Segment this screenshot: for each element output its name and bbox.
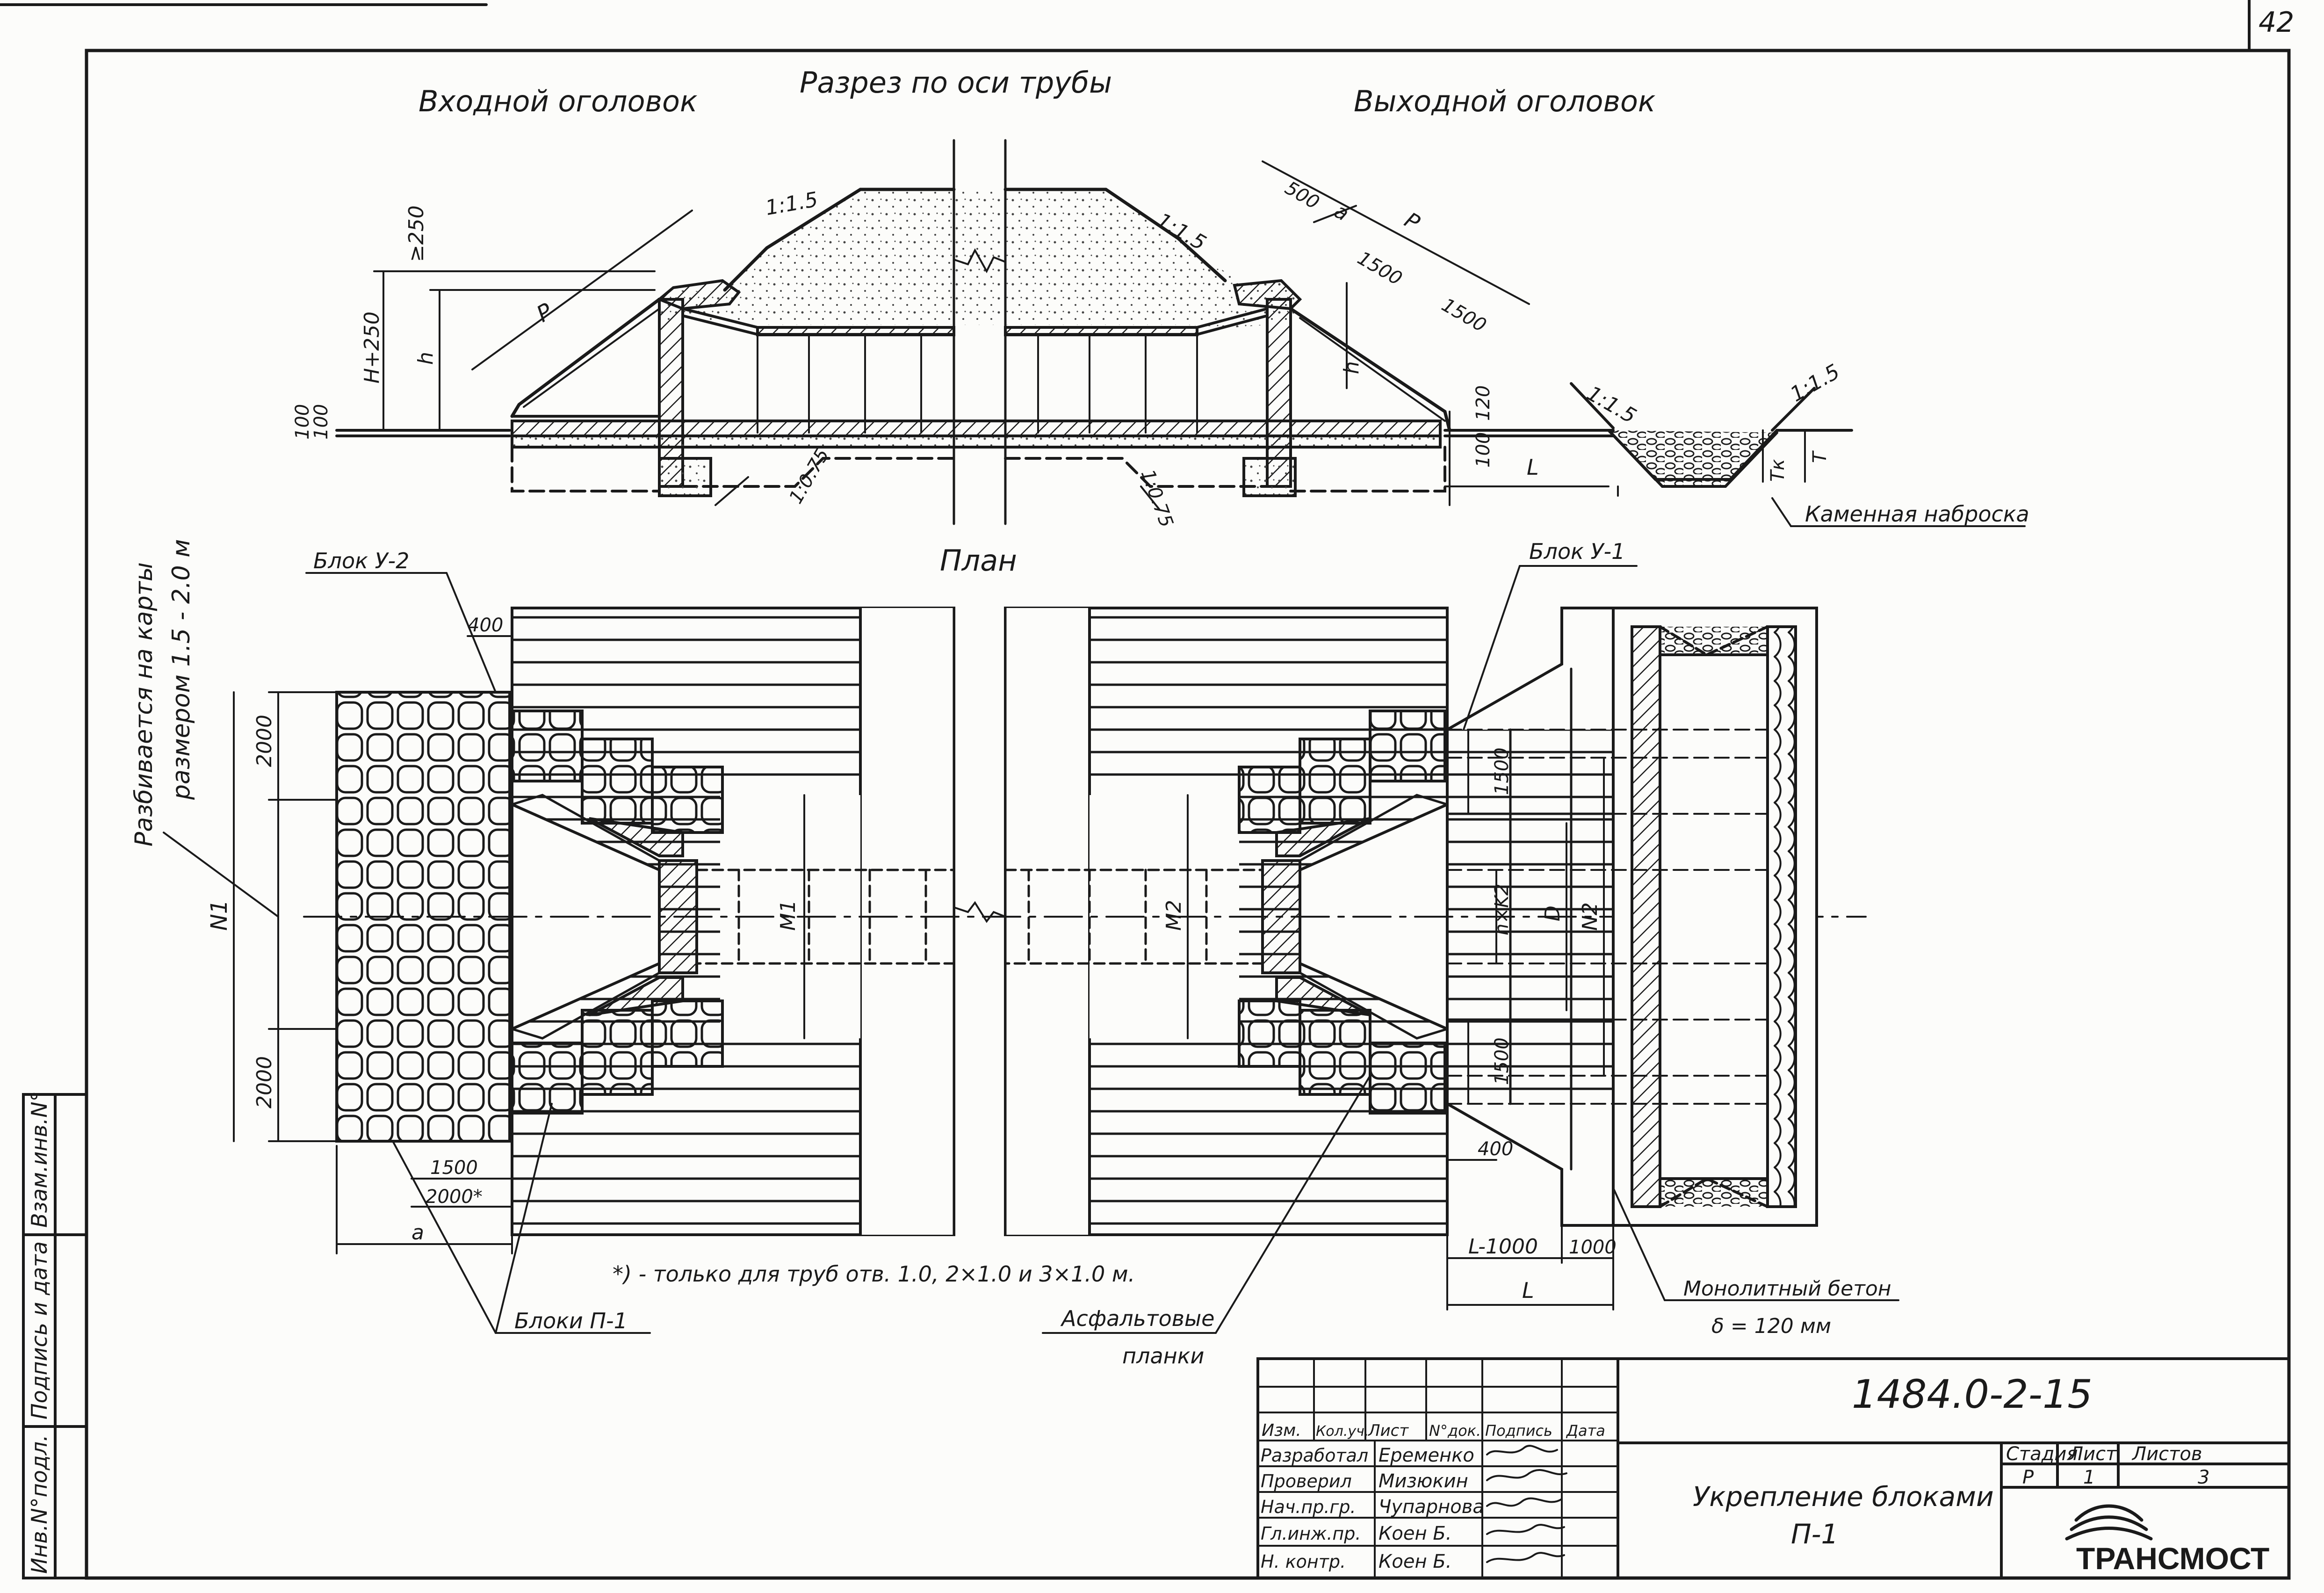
side-stamp	[22, 1093, 88, 1579]
dim-1500-r1: 1500	[1491, 747, 1513, 795]
dim-1500-section-a: 1500	[1354, 247, 1406, 290]
dim-100c: 100	[1472, 432, 1494, 468]
dim-2000-top: 2000	[253, 715, 276, 767]
name-2: Мизюкин	[1379, 1470, 1468, 1492]
slope-foot-left: 1:0.75	[785, 445, 834, 507]
hdr-n-dok: N°док.	[1429, 1422, 1481, 1440]
hdr-list: Лист	[1367, 1421, 1409, 1440]
dim-2000-star: 2000*	[426, 1186, 483, 1208]
concrete-label: Монолитный бетон	[1683, 1277, 1891, 1301]
dim-tk: Tк	[1767, 459, 1789, 482]
dim-100a: 100	[292, 404, 313, 440]
sheet-value: 1	[2083, 1467, 2095, 1488]
plan-view	[303, 607, 1867, 1236]
dim-d: D	[1541, 905, 1565, 921]
split-note-2: размером 1.5 - 2.0 м	[167, 539, 195, 800]
section-view	[335, 139, 1853, 525]
page-number: 42	[2259, 6, 2294, 39]
slope-right-1: 1:1.5	[1583, 381, 1640, 428]
dim-a-plan: a	[411, 1221, 424, 1245]
dim-l-plan: L	[1522, 1278, 1534, 1303]
stamp-signature-date: Подпись и дата	[27, 1241, 52, 1419]
dim-2000-bottom: 2000	[253, 1056, 276, 1108]
dim-p-outlet: P	[1400, 207, 1424, 236]
title-block	[1256, 1357, 2290, 1579]
dim-1000: 1000	[1569, 1237, 1617, 1258]
dim-m1: M1	[776, 900, 800, 931]
plan-title: План	[940, 543, 1017, 578]
dim-t: T	[1809, 450, 1831, 463]
dim-ge250: ≥250	[404, 205, 428, 262]
name-5: Коен Б.	[1379, 1551, 1452, 1572]
name-4: Коен Б.	[1379, 1523, 1452, 1544]
stage-header: Стадия	[2006, 1443, 2078, 1465]
slope-right-2: 1:1.5	[1786, 360, 1844, 407]
stamp-inv-podl: Инв.N°подл.	[27, 1434, 52, 1574]
name-1: Еременко	[1379, 1445, 1474, 1466]
dim-m2: M2	[1162, 900, 1186, 931]
role-3: Нач.пр.гр.	[1261, 1497, 1356, 1517]
dim-500: 500	[1281, 177, 1323, 214]
dim-120: 120	[1472, 385, 1494, 421]
plan-dimension-lines	[163, 565, 1899, 1334]
dim-400-left: 400	[468, 615, 503, 636]
dim-nk2: n×K2	[1491, 883, 1513, 935]
dim-h-outlet: h	[1340, 361, 1364, 374]
asphalt-label-1: Асфальтовые	[1060, 1306, 1214, 1331]
section-title: Разрез по оси трубы	[800, 65, 1112, 100]
dim-1500-r2: 1500	[1491, 1037, 1513, 1085]
sheets-value: 3	[2198, 1467, 2209, 1488]
dim-100b: 100	[310, 404, 332, 440]
dim-l-1000: L-1000	[1468, 1235, 1538, 1259]
outlet-title: Выходной оголовок	[1354, 84, 1656, 118]
blocks-p1-label: Блоки П-1	[514, 1308, 628, 1333]
dim-h: h	[414, 352, 438, 365]
section-dimension-lines	[373, 160, 2026, 527]
dim-h250: H+250	[360, 311, 384, 384]
block-u2-label: Блок У-2	[313, 548, 409, 573]
sheet-frame	[0, 0, 2291, 1580]
sheet-header: Лист	[2068, 1443, 2117, 1465]
drawing-code: 1484.0-2-15	[1852, 1371, 2093, 1417]
dim-n1: N1	[206, 900, 232, 931]
drawing-name-1: Укрепление блоками	[1693, 1481, 1994, 1513]
split-note-1: Разбивается на карты	[130, 562, 158, 847]
riprap-label: Каменная наброска	[1805, 501, 2029, 527]
footnote: *) - только для труб отв. 1.0, 2×1.0 и 3…	[613, 1261, 1135, 1287]
role-5: Н. контр.	[1261, 1551, 1346, 1572]
stage-value: Р	[2022, 1467, 2034, 1488]
block-u1-label: Блок У-1	[1529, 539, 1625, 564]
hdr-kol-uch: Кол.уч.	[1316, 1423, 1369, 1440]
dim-1500-section-b: 1500	[1438, 294, 1490, 337]
dim-n2: N2	[1578, 902, 1602, 931]
role-2: Проверил	[1261, 1471, 1352, 1492]
delta-label: δ = 120 мм	[1711, 1314, 1831, 1338]
slope-foot-right: 1:0.75	[1137, 467, 1177, 530]
slope-inlet: 1:1.5	[764, 188, 820, 220]
transmost-logo: ТРАНСМОСТ	[2076, 1541, 2269, 1576]
hdr-izm: Изм.	[1262, 1421, 1301, 1440]
dim-l-section: L	[1527, 455, 1539, 480]
dim-400-right: 400	[1478, 1138, 1513, 1160]
asphalt-label-2: планки	[1122, 1343, 1204, 1369]
role-4: Гл.инж.пр.	[1261, 1523, 1361, 1544]
hdr-podpis: Подпись	[1485, 1422, 1552, 1440]
name-3: Чупарнова	[1379, 1496, 1484, 1518]
dim-a-outlet: a	[1330, 199, 1353, 226]
sheets-header: Листов	[2131, 1443, 2202, 1465]
dim-1500-left: 1500	[430, 1157, 478, 1179]
stamp-vzam-inv: Взам.инв.N°	[27, 1091, 52, 1228]
inlet-title: Входной оголовок	[419, 84, 698, 118]
drawing-name-2: П-1	[1791, 1518, 1838, 1550]
role-1: Разработал	[1261, 1445, 1368, 1466]
hdr-data: Дата	[1566, 1422, 1605, 1440]
